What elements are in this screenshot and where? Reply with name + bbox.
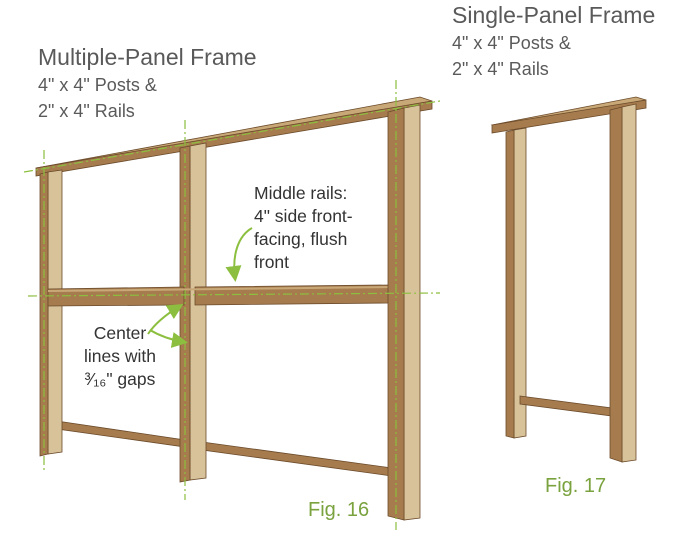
single-right-post-front	[621, 103, 637, 463]
bottom-rail-right	[194, 440, 393, 477]
middle-rails-callout-line: 4" side front-	[254, 206, 353, 226]
multi-panel-frame	[35, 96, 433, 521]
middle-rail-edge	[47, 286, 391, 292]
middle-rails-arrow	[225, 227, 253, 282]
centerline-top-rail	[23, 100, 441, 173]
right-post-front	[403, 104, 421, 521]
multi-panel-title: Multiple-Panel Frame	[38, 44, 257, 70]
multi-panel-posts-spec: 4" x 4" Posts &	[38, 75, 157, 95]
centerline-horizontal-middle	[27, 292, 441, 297]
single-right-post-side	[609, 106, 623, 463]
single-panel-rails-spec: 2" x 4" Rails	[452, 59, 549, 79]
single-top-rail-front	[491, 99, 647, 134]
fig-17-label: Fig. 17	[545, 475, 607, 497]
single-panel-title: Single-Panel Frame	[452, 2, 656, 28]
middle-rails-callout-line: facing, flush	[254, 229, 348, 249]
single-panel-frame	[490, 96, 647, 463]
middle-rails-callout-line: Middle rails:	[254, 183, 348, 203]
bottom-rail-left	[49, 419, 186, 448]
single-left-post-front	[513, 127, 527, 439]
left-post-front	[47, 169, 63, 455]
fig-16-label: Fig. 16	[308, 499, 370, 521]
center-lines-arrow-1	[147, 303, 184, 335]
center-lines-callout-line: Center	[93, 323, 147, 343]
center-lines-callout-line: lines with	[84, 346, 156, 366]
middle-post-front	[189, 142, 207, 481]
left-post-side	[39, 171, 49, 457]
single-left-post-side	[505, 129, 515, 439]
center-lines-callout: Center lines with ³⁄₁₆" gaps	[84, 322, 156, 391]
middle-rail-left	[47, 286, 185, 307]
center-lines-arrow-2	[149, 329, 188, 348]
single-panel-posts-spec: 4" x 4" Posts &	[452, 33, 571, 53]
middle-rails-callout: Middle rails: 4" side front- facing, flu…	[254, 182, 353, 274]
multi-panel-rails-spec: 2" x 4" Rails	[38, 101, 135, 121]
center-lines	[23, 80, 441, 530]
single-bottom-rail	[519, 395, 613, 417]
center-lines-callout-line: ³⁄₁₆" gaps	[84, 369, 156, 389]
middle-rails-callout-line: front	[254, 252, 290, 272]
